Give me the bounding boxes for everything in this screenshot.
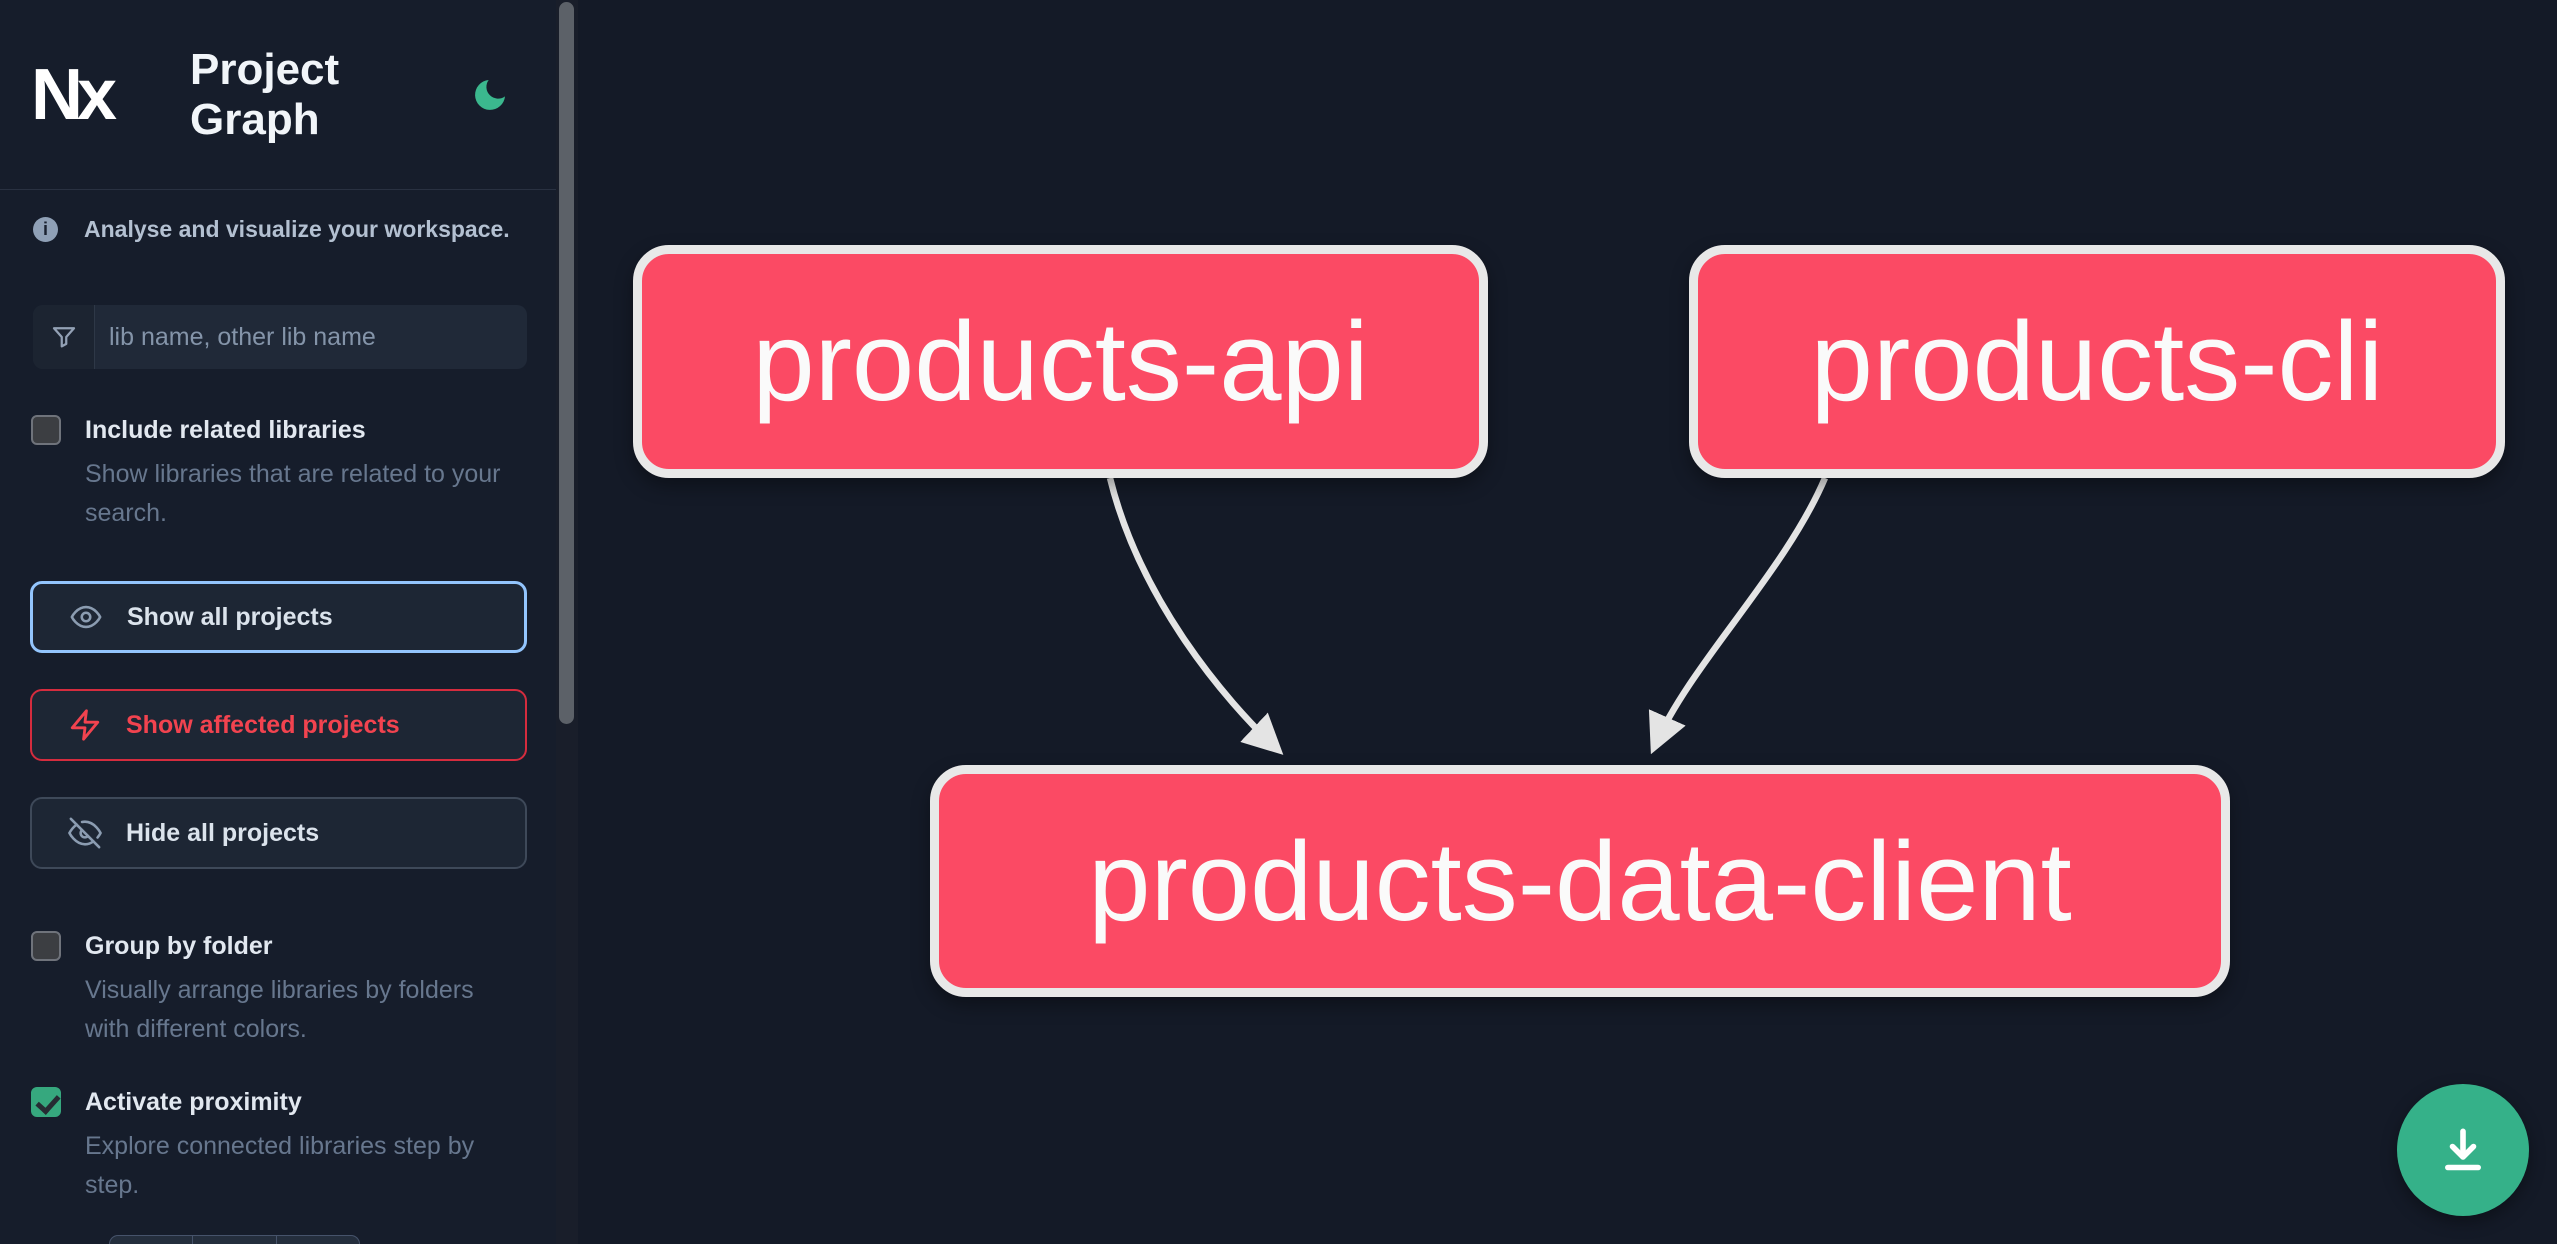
lightning-bolt-icon <box>68 708 102 742</box>
group-by-folder-checkbox[interactable] <box>31 931 61 961</box>
tagline: Analyse and visualize your workspace. <box>84 216 510 242</box>
proximity-depth-stepper[interactable] <box>109 1235 360 1244</box>
theme-toggle-button[interactable] <box>470 75 510 115</box>
activate-proximity-label: Activate proximity <box>85 1088 302 1116</box>
hide-all-projects-button[interactable]: Hide all projects <box>30 797 527 869</box>
stepper-value-segment <box>192 1236 275 1244</box>
activate-proximity-toggle-row: Activate proximity Explore connected lib… <box>0 1085 556 1205</box>
graph-node-products-data-client[interactable]: products-data-client <box>930 765 2230 997</box>
include-related-toggle-row: Include related libraries Show libraries… <box>0 413 556 533</box>
show-all-projects-button[interactable]: Show all projects <box>30 581 527 653</box>
graph-node-products-api[interactable]: products-api <box>633 245 1488 478</box>
moon-icon <box>470 75 510 115</box>
edge-products-api-to-data-client <box>1106 477 1284 755</box>
include-related-checkbox[interactable] <box>31 415 61 445</box>
search-input[interactable] <box>95 305 527 369</box>
page-title: Project Graph <box>190 44 340 144</box>
sidebar: Nx Project Graph i Analyse and visualize… <box>0 0 556 1244</box>
filter-icon-box <box>33 305 95 369</box>
library-filter-search <box>33 305 527 369</box>
filter-icon <box>49 322 79 352</box>
eye-icon <box>69 600 103 634</box>
hide-all-projects-label: Hide all projects <box>126 818 320 847</box>
show-affected-projects-button[interactable]: Show affected projects <box>30 689 527 761</box>
sidebar-header: Nx Project Graph <box>0 0 556 190</box>
sidebar-scrollbar <box>556 0 578 1244</box>
group-by-folder-description: Visually arrange libraries by folders wi… <box>85 976 474 1043</box>
download-icon <box>2435 1122 2491 1178</box>
workspace-tagline-row: i Analyse and visualize your workspace. <box>0 190 556 243</box>
activate-proximity-description: Explore connected libraries step by step… <box>85 1132 475 1199</box>
group-by-folder-label: Group by folder <box>85 932 273 960</box>
eye-off-icon <box>68 816 102 850</box>
include-related-description: Show libraries that are related to your … <box>85 460 501 527</box>
edge-products-cli-to-data-client <box>1648 476 1828 755</box>
stepper-decrease-segment[interactable] <box>110 1236 192 1244</box>
scrollbar-thumb[interactable] <box>559 2 574 724</box>
info-icon: i <box>33 217 58 242</box>
group-by-folder-toggle-row: Group by folder Visually arrange librari… <box>0 929 556 1049</box>
activate-proximity-checkbox[interactable] <box>31 1087 61 1117</box>
svg-text:Nx: Nx <box>31 59 117 131</box>
stepper-increase-segment[interactable] <box>275 1236 359 1244</box>
download-graph-button[interactable] <box>2397 1084 2529 1216</box>
graph-node-products-cli[interactable]: products-cli <box>1689 245 2505 478</box>
show-affected-projects-label: Show affected projects <box>126 710 400 739</box>
show-all-projects-label: Show all projects <box>127 602 333 631</box>
include-related-label: Include related libraries <box>85 416 366 444</box>
nx-logo: Nx <box>31 59 135 131</box>
